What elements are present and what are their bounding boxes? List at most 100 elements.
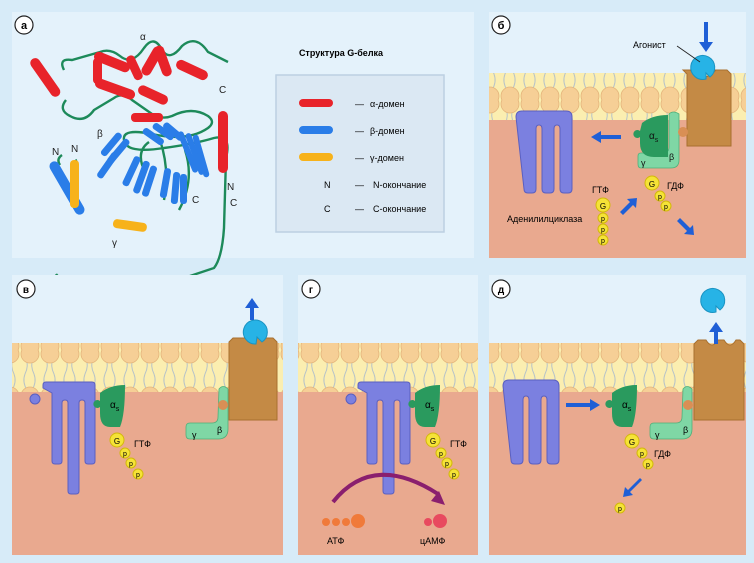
gtp-label: ГТФ xyxy=(134,439,151,449)
beta-domain-swatch xyxy=(299,126,333,134)
svg-text:—: — xyxy=(355,204,364,214)
panel-e: д αs G p p ГДФ p β γ xyxy=(489,275,746,555)
alpha-label: α xyxy=(140,32,146,43)
svg-text:p: p xyxy=(601,238,605,245)
svg-text:G: G xyxy=(430,437,436,446)
n-terminus-label: N xyxy=(52,147,59,158)
svg-text:p: p xyxy=(123,451,127,458)
panel-label-a: а xyxy=(14,15,34,35)
gdp-label: ГДФ xyxy=(667,181,684,191)
gtp-nucleotide: G p p p xyxy=(109,432,144,480)
gdp-release-arrow xyxy=(677,218,694,235)
gamma-label: γ xyxy=(641,158,646,168)
g-beta-gamma xyxy=(649,386,693,440)
alpha-domain-helices xyxy=(30,45,228,173)
gamma-label: γ xyxy=(192,430,197,440)
camp-label: цАМФ xyxy=(420,536,446,546)
agonist-pointer xyxy=(676,45,701,63)
gtp-label: ГТФ xyxy=(450,439,467,449)
svg-text:α-домен: α-домен xyxy=(370,99,405,109)
svg-text:G: G xyxy=(600,202,606,211)
svg-text:—: — xyxy=(355,153,364,163)
arrow-to-alpha-s xyxy=(566,399,600,411)
gamma-domain-helices xyxy=(70,160,147,232)
c-terminus-label: C xyxy=(219,85,226,96)
panel-label-b: б xyxy=(491,15,511,35)
gamma-domain-swatch xyxy=(299,153,333,161)
cyclase-binding-knob xyxy=(345,393,357,405)
panel-b: б Аденилилциклаза Агонист αs β γ G p p xyxy=(489,12,746,258)
svg-text:p: p xyxy=(445,461,449,468)
svg-text:p: p xyxy=(601,216,605,223)
gtp-nucleotide: G p p p xyxy=(425,432,460,480)
atp-label: АТФ xyxy=(327,536,344,546)
svg-text:G: G xyxy=(114,437,120,446)
g-alpha-s xyxy=(93,385,125,427)
receptor-binding-knob xyxy=(678,127,688,137)
alpha-domain-swatch xyxy=(299,99,333,107)
gamma-label: γ xyxy=(655,430,660,440)
legend-item: — β-домен xyxy=(299,126,405,136)
alpha-s-label: αs xyxy=(622,400,632,413)
beta-label: β xyxy=(669,152,674,162)
svg-text:p: p xyxy=(658,194,662,201)
beta-label: β xyxy=(217,425,222,435)
adenylyl-cyclase xyxy=(42,381,96,495)
agonist-release-arrow xyxy=(709,322,723,344)
receptor-binding-knob xyxy=(218,400,228,410)
n-terminus-label: N xyxy=(71,144,78,155)
beta-label: β xyxy=(97,129,103,140)
panel-label-e: д xyxy=(491,279,511,299)
panel-c: в αs G p p p ГТФ β γ xyxy=(12,275,283,555)
agonist xyxy=(700,288,726,313)
svg-text:p: p xyxy=(439,451,443,458)
alpha-s-label: αs xyxy=(425,400,435,413)
panel-d: г αs G p p p ГТФ АТФ цАМФ xyxy=(298,275,478,555)
g-alpha-s xyxy=(605,385,637,427)
svg-text:д: д xyxy=(498,285,505,296)
gdp-nucleotide: G p p xyxy=(644,175,672,212)
g-alpha-s xyxy=(633,115,668,157)
arrow-to-cyclase xyxy=(591,131,621,143)
svg-text:p: p xyxy=(646,462,650,469)
receptor-binding-knob xyxy=(683,400,693,410)
adenylyl-cyclase xyxy=(502,379,560,465)
svg-text:γ-домен: γ-домен xyxy=(370,153,404,163)
agonist-release-arrow xyxy=(245,298,259,320)
panel-label-d: г xyxy=(301,279,321,299)
svg-text:p: p xyxy=(136,472,140,479)
svg-text:G: G xyxy=(649,180,655,189)
beta-domain-sheets xyxy=(49,122,210,215)
legend-item: — γ-домен xyxy=(299,153,404,163)
gtp-binding-arrow xyxy=(620,198,637,215)
svg-text:N: N xyxy=(324,180,331,190)
svg-text:G: G xyxy=(629,438,635,447)
svg-text:а: а xyxy=(21,20,28,32)
c-terminus-label: C xyxy=(230,198,237,209)
g-alpha-s xyxy=(408,385,440,427)
agonist xyxy=(242,319,268,345)
panel-a: а xyxy=(12,12,474,293)
svg-text:p: p xyxy=(664,204,668,211)
agonist-arrow xyxy=(699,22,713,52)
svg-text:C: C xyxy=(324,204,331,214)
adenylyl-cyclase xyxy=(357,381,411,495)
svg-text:p: p xyxy=(129,461,133,468)
svg-text:p: p xyxy=(601,227,605,234)
svg-text:г: г xyxy=(309,285,313,296)
alpha-s-label: αs xyxy=(110,400,120,413)
gdp-label: ГДФ xyxy=(654,449,671,459)
n-terminus-label: N xyxy=(227,182,234,193)
svg-text:p: p xyxy=(452,472,456,479)
reaction-arrowhead xyxy=(431,491,445,505)
gtp-nucleotide: G p p p xyxy=(595,197,611,246)
alpha-s-label: αs xyxy=(649,131,659,144)
svg-text:—: — xyxy=(355,99,364,109)
receptor xyxy=(681,69,732,147)
svg-text:б: б xyxy=(498,20,505,32)
legend-item: — α-домен xyxy=(299,99,405,109)
phosphate-release-arrow xyxy=(623,478,642,497)
svg-text:p: p xyxy=(640,451,644,458)
gtp-label: ГТФ xyxy=(592,185,609,195)
gamma-label: γ xyxy=(112,238,117,249)
